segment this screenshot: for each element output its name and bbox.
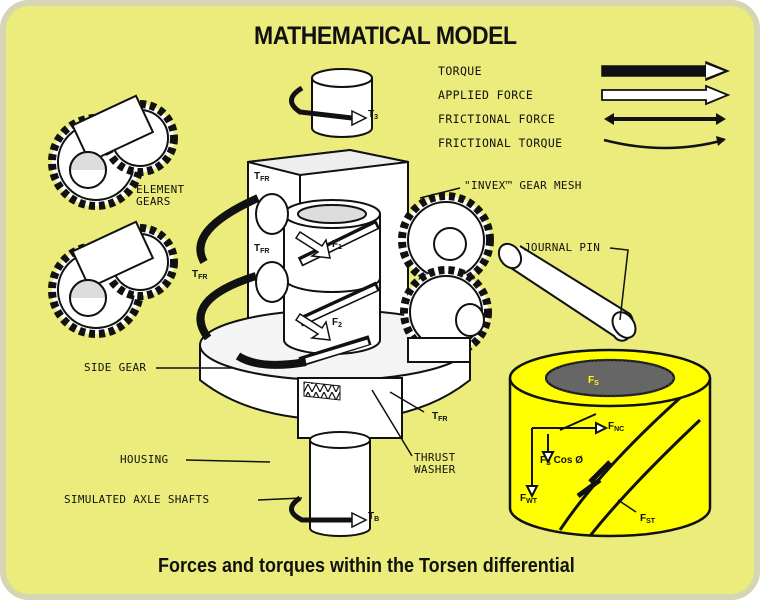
tfr-symbol-4: TFR bbox=[432, 411, 448, 424]
diagram-caption: Forces and torques within the Torsen dif… bbox=[158, 555, 575, 577]
tfr-symbol-1: TFR bbox=[254, 171, 270, 184]
tb-torque-arrow bbox=[289, 495, 368, 529]
detail-cylinder bbox=[508, 348, 712, 538]
f2-force-arrow bbox=[294, 312, 331, 341]
fwt-symbol: FWT bbox=[520, 493, 537, 506]
journal-pin-label: JOURNAL PIN bbox=[524, 241, 601, 254]
fnc-symbol: FNC bbox=[608, 421, 625, 434]
thrust-washer-teeth bbox=[303, 381, 341, 401]
diagram-title: MATHEMATICAL MODEL bbox=[254, 22, 517, 50]
fs-symbol: FS bbox=[588, 375, 599, 388]
legend-frictional-torque-arrow bbox=[603, 136, 726, 150]
housing-holes bbox=[255, 193, 289, 303]
detail-force-vectors bbox=[525, 413, 612, 499]
side-gear-label: SIDE GEAR bbox=[84, 361, 147, 374]
legend-frictional-torque-label: FRICTIONAL TORQUE bbox=[438, 136, 563, 150]
fs-cos-symbol: FS Cos Ø bbox=[540, 455, 584, 468]
legend-applied-force-label: APPLIED FORCE bbox=[438, 88, 534, 102]
legend-frictional-force-label: FRICTIONAL FORCE bbox=[438, 112, 556, 126]
element-gears-top bbox=[48, 94, 178, 210]
tfr-symbol-3: TFR bbox=[192, 269, 208, 282]
element-gears-bottom bbox=[48, 220, 178, 338]
thrust-washer-label: THRUST WASHER bbox=[414, 451, 456, 476]
journal-pin bbox=[497, 242, 637, 342]
legend-torque-arrow bbox=[601, 60, 730, 82]
fst-symbol: FST bbox=[640, 513, 656, 526]
housing-side-notch bbox=[407, 337, 471, 363]
invex-gear-mesh-label: "INVEX™ GEAR MESH bbox=[464, 179, 582, 192]
invex-gear-upper bbox=[398, 192, 494, 288]
f1-force-arrow bbox=[294, 230, 331, 259]
side-gear-cylinder bbox=[283, 199, 381, 367]
tfr-symbol-2: TFR bbox=[254, 243, 270, 256]
leader-lines bbox=[156, 187, 637, 513]
top-input-cylinder bbox=[311, 68, 373, 138]
element-gears-label: ELEMENT GEARS bbox=[136, 183, 185, 208]
legend-applied-force-arrow bbox=[601, 84, 731, 106]
t3-torque-arrow bbox=[289, 85, 368, 127]
legend-frictional-force-arrow bbox=[604, 113, 726, 125]
housing-label: HOUSING bbox=[120, 453, 169, 466]
housing-swirl-torque bbox=[196, 194, 307, 369]
t3-symbol: T3 bbox=[368, 109, 379, 122]
simulated-axle-shafts-label: SIMULATED AXLE SHAFTS bbox=[64, 493, 210, 506]
f1-symbol: F1 bbox=[332, 239, 343, 252]
tb-symbol: TB bbox=[368, 511, 380, 524]
simulated-axle-shaft bbox=[309, 431, 371, 537]
f2-symbol: F2 bbox=[332, 317, 343, 330]
legend-torque-label: TORQUE bbox=[438, 64, 482, 78]
